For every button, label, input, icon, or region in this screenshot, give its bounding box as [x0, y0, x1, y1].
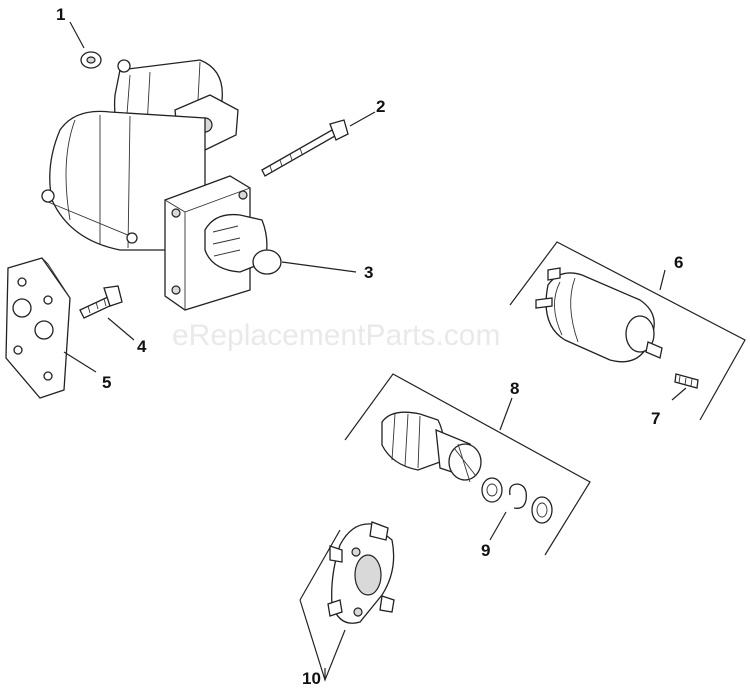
part-2-through-bolt[interactable]: [261, 119, 349, 177]
callout-1: 1: [56, 5, 65, 24]
leader-lines: [63, 21, 687, 678]
drive-group-bracket: [344, 373, 591, 556]
callout-5: 5: [102, 373, 111, 392]
callout-7: 7: [651, 409, 660, 428]
callout-2: 2: [376, 97, 385, 116]
callout-9: 9: [481, 541, 490, 560]
callout-4: 4: [137, 337, 147, 356]
part-9-retaining-rings[interactable]: [481, 477, 553, 524]
callout-6: 6: [674, 253, 683, 272]
part-5-gasket-plate[interactable]: [5, 257, 71, 399]
part-10-brush-holder[interactable]: [327, 521, 395, 624]
part-6-solenoid[interactable]: [535, 267, 663, 363]
part-10-bracket: [299, 529, 346, 682]
starter-motor-assembly[interactable]: [41, 59, 282, 311]
part-4-bolt[interactable]: [79, 285, 123, 319]
part-7-screw[interactable]: [674, 373, 699, 389]
part-8-drive-assembly[interactable]: [381, 411, 482, 483]
callout-10: 10: [302, 669, 321, 688]
part-1-nut[interactable]: [80, 51, 102, 69]
callout-8: 8: [510, 379, 519, 398]
callout-3: 3: [364, 263, 373, 282]
watermark-text: eReplacementParts.com: [172, 319, 500, 352]
callout-labels: 1 2 3 4 5 6 7 8 9 10: [56, 5, 683, 688]
solenoid-group-bracket: [509, 241, 746, 421]
